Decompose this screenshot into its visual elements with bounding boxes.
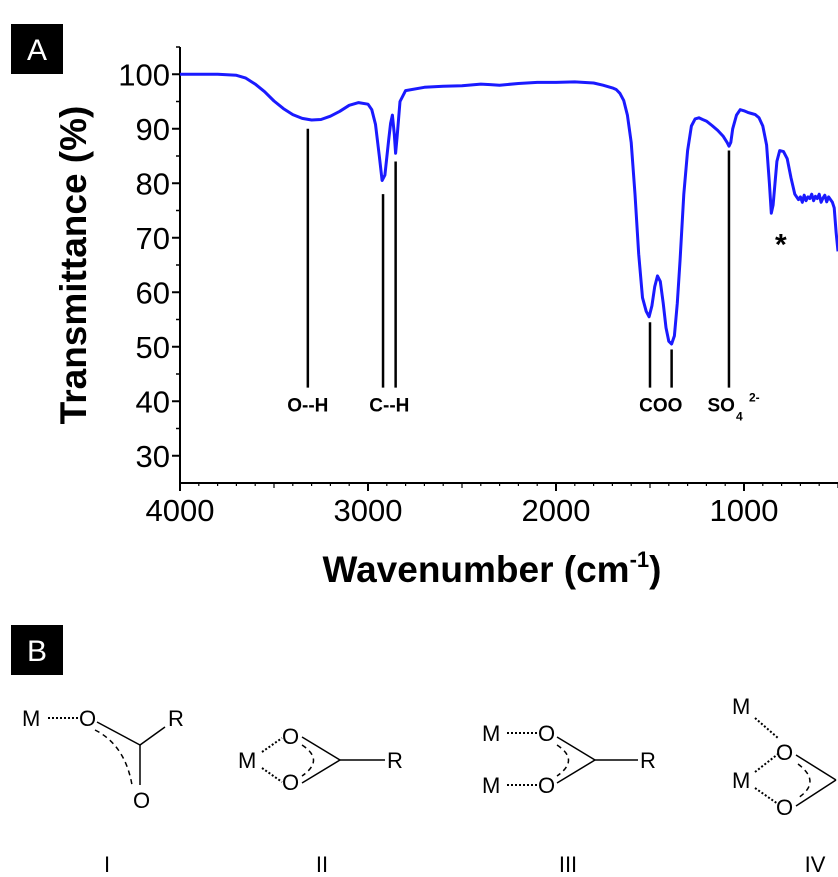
- structure-chelating: M O O R II: [238, 724, 403, 877]
- structure-bridging: M M O O R III: [482, 721, 656, 877]
- structure-iv-oxygen-2: O: [776, 795, 793, 820]
- y-tick-label: 50: [136, 330, 170, 365]
- y-ticks: 30 40 50 60 70 80 90 100: [118, 46, 180, 474]
- structure-i-oxygen-2: O: [133, 788, 150, 813]
- coordination-structures: M O R O I M O O R II M M: [22, 694, 837, 877]
- peak-annotations: [306, 128, 731, 388]
- structure-ii-r-group: R: [387, 748, 403, 773]
- structure-iii-label: III: [559, 852, 577, 877]
- y-axis-title: Transmittance (%): [53, 106, 94, 425]
- structure-i-metal: M: [22, 706, 40, 731]
- y-tick-label: 30: [136, 439, 170, 474]
- structure-iii-oxygen-1: O: [538, 721, 555, 746]
- structure-monodentate: M O R O I: [22, 706, 184, 877]
- x-axis-title-close: ): [649, 549, 661, 590]
- x-tick-label: 2000: [522, 493, 591, 528]
- x-tick-label: 3000: [334, 493, 403, 528]
- structure-iii-r-group: R: [640, 748, 656, 773]
- panel-b-letter: B: [27, 635, 47, 668]
- panel-b-label: B: [11, 625, 63, 675]
- x-axis-title: Wavenumber (cm-1): [323, 547, 662, 590]
- annotation-ch-label: C--H: [369, 396, 409, 417]
- structure-iv-metal-1: M: [732, 694, 750, 719]
- structure-iii-oxygen-2: O: [538, 773, 555, 798]
- structure-iv-label: IV: [805, 852, 826, 877]
- structure-ii-metal: M: [238, 748, 256, 773]
- x-ticks: 4000 3000 2000 1000: [146, 483, 838, 528]
- y-tick-label: 60: [136, 275, 170, 310]
- x-tick-label: 1000: [710, 493, 779, 528]
- x-axis-title-superscript: -1: [630, 547, 650, 572]
- y-tick-label: 40: [136, 384, 170, 419]
- annotation-so4-label: SO: [708, 396, 735, 417]
- structure-i-oxygen-1: O: [79, 706, 96, 731]
- structure-iii-metal-1: M: [482, 721, 500, 746]
- x-axis-title-main: Wavenumber (cm: [323, 549, 630, 590]
- y-tick-label: 70: [136, 221, 170, 256]
- y-tick-label: 90: [136, 112, 170, 147]
- structure-iv-oxygen-1: O: [776, 740, 793, 765]
- panel-a-letter: A: [27, 34, 47, 67]
- structure-bridging-chelating: M O M O IV: [732, 694, 837, 877]
- annotation-so4-superscript: 2-: [749, 391, 760, 405]
- annotation-so4-subscript: 4: [736, 410, 743, 424]
- structure-i-r-group: R: [168, 706, 184, 731]
- structure-ii-label: II: [316, 852, 328, 877]
- structure-ii-oxygen-2: O: [282, 770, 299, 795]
- panel-a-label: A: [11, 24, 63, 74]
- spectrum-line: [180, 72, 838, 346]
- y-tick-label: 80: [136, 166, 170, 201]
- annotation-star: *: [775, 228, 787, 261]
- y-tick-label: 100: [118, 57, 170, 92]
- structure-ii-oxygen-1: O: [282, 724, 299, 749]
- structure-iv-metal-2: M: [732, 768, 750, 793]
- annotation-oh-label: O--H: [287, 396, 328, 417]
- annotation-coo-label: COO: [639, 396, 682, 417]
- structure-i-label: I: [104, 852, 110, 877]
- structure-iii-metal-2: M: [482, 773, 500, 798]
- x-tick-label: 4000: [146, 493, 215, 528]
